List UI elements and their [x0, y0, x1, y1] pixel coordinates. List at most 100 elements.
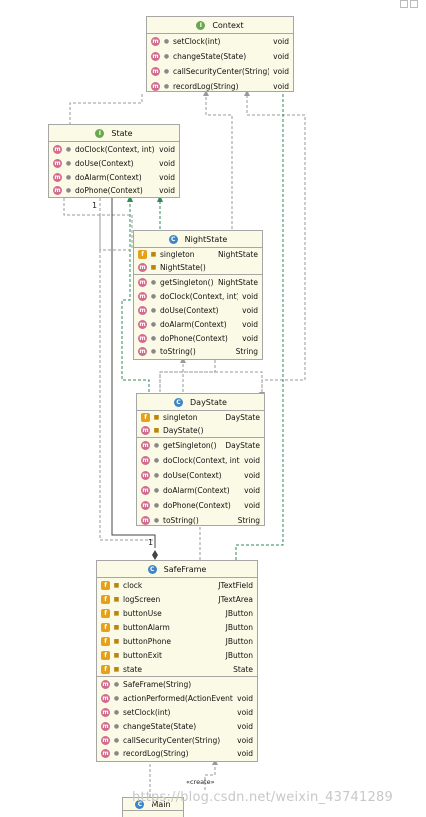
public-icon: ● — [113, 722, 120, 730]
method-row[interactable]: m●doAlarm(Context)void — [134, 317, 262, 331]
method-row[interactable]: m●doUse(Context)void — [137, 468, 264, 483]
state-class-box[interactable]: I State m●doClock(Context, int)void m●do… — [48, 124, 180, 198]
public-icon: ● — [153, 516, 160, 524]
method-row[interactable]: m●setClock(int)void — [147, 34, 293, 49]
method-icon: m — [141, 501, 150, 510]
method-type: void — [273, 37, 289, 46]
state-header: I State — [49, 125, 179, 142]
constructor-name: DayState() — [163, 426, 204, 435]
method-name: callSecurityCenter(String) — [123, 735, 221, 745]
method-row[interactable]: m●changeState(State)void — [147, 49, 293, 64]
state-title: State — [111, 128, 133, 138]
method-icon: m — [141, 441, 150, 450]
method-name: toString() — [163, 515, 199, 525]
method-icon: m — [101, 693, 110, 703]
public-icon: ● — [113, 680, 120, 688]
method-row[interactable]: m●callSecurityCenter(String)void — [147, 64, 293, 79]
method-row[interactable]: m●toString()String — [137, 513, 264, 527]
state-multiplicity: 1 — [92, 201, 98, 210]
field-name: buttonUse — [123, 608, 162, 618]
method-type: void — [244, 486, 260, 495]
context-class-box[interactable]: I Context m●setClock(int)void m●changeSt… — [146, 16, 294, 92]
method-row[interactable]: m●setClock(int)void — [97, 705, 257, 719]
method-row[interactable]: m●doAlarm(Context)void — [49, 170, 179, 184]
field-icon: f — [101, 650, 110, 660]
method-name: changeState(State) — [173, 52, 247, 61]
main-class-box[interactable]: C Main — [122, 797, 184, 817]
private-icon: ■ — [113, 581, 120, 589]
method-type: String — [237, 515, 260, 525]
method-icon: m — [138, 291, 147, 301]
method-icon: m — [101, 679, 110, 689]
method-name: doUse(Context) — [160, 305, 219, 315]
method-row[interactable]: m●recordLog(String)void — [97, 747, 257, 760]
method-icon: m — [138, 277, 147, 287]
method-row[interactable]: m●doClock(Context, int)void — [49, 142, 179, 156]
method-row[interactable]: m●doUse(Context)void — [134, 303, 262, 317]
method-row[interactable]: m●actionPerformed(ActionEvent)void — [97, 691, 257, 705]
method-row[interactable]: m●getSingleton()NightState — [134, 275, 262, 289]
field-icon: f — [101, 664, 110, 674]
method-name: recordLog(String) — [173, 82, 239, 91]
constructor-row[interactable]: m■NightState() — [134, 261, 262, 274]
window-button[interactable] — [410, 0, 418, 8]
public-icon: ● — [65, 187, 72, 194]
method-icon: m — [151, 67, 160, 76]
private-icon: ■ — [113, 665, 120, 673]
field-type: JButton — [225, 650, 253, 660]
private-icon: ■ — [113, 637, 120, 645]
method-row[interactable]: m●doPhone(Context)void — [137, 498, 264, 513]
method-icon: m — [138, 305, 147, 315]
main-title: Main — [151, 799, 171, 809]
window-button[interactable] — [400, 0, 408, 8]
public-icon: ● — [113, 736, 120, 744]
method-icon: m — [53, 172, 62, 182]
method-type: String — [235, 347, 258, 356]
method-row[interactable]: m●doPhone(Context)void — [134, 331, 262, 345]
constructor-name: NightState() — [160, 263, 206, 272]
method-row[interactable]: m●doPhone(Context)void — [49, 184, 179, 197]
method-name: setClock(int) — [123, 707, 171, 717]
method-icon: m — [141, 426, 150, 435]
method-row[interactable]: m●SafeFrame(String) — [97, 677, 257, 691]
method-icon: m — [138, 333, 147, 343]
public-icon: ● — [65, 145, 72, 153]
class-icon: C — [147, 564, 157, 574]
method-type: void — [237, 735, 253, 745]
method-row[interactable]: m●callSecurityCenter(String)void — [97, 733, 257, 747]
constructor-row[interactable]: m■DayState() — [137, 424, 264, 437]
field-icon: f — [101, 636, 110, 646]
method-type: void — [242, 305, 258, 315]
public-icon: ● — [153, 442, 160, 449]
method-row[interactable]: m●changeState(State)void — [97, 719, 257, 733]
private-icon: ■ — [113, 595, 120, 603]
method-row[interactable]: m●doUse(Context)void — [49, 156, 179, 170]
method-row[interactable]: m●doAlarm(Context)void — [137, 483, 264, 498]
method-type: DayState — [225, 441, 260, 450]
public-icon: ● — [153, 487, 160, 494]
field-icon: f — [101, 580, 110, 590]
method-name: doAlarm(Context) — [160, 319, 227, 329]
method-row[interactable]: m●doClock(Context, int)void — [134, 289, 262, 303]
method-row[interactable]: m●recordLog(String)void — [147, 79, 293, 94]
method-row[interactable]: m●toString()String — [134, 345, 262, 358]
public-icon: ● — [150, 334, 157, 342]
daystate-header: C DayState — [137, 394, 264, 411]
method-row[interactable]: m●getSingleton()DayState — [137, 438, 264, 453]
method-row[interactable]: m●doClock(Context, int)void — [137, 453, 264, 468]
field-icon: f — [101, 622, 110, 632]
create-label: «create» — [186, 778, 215, 786]
